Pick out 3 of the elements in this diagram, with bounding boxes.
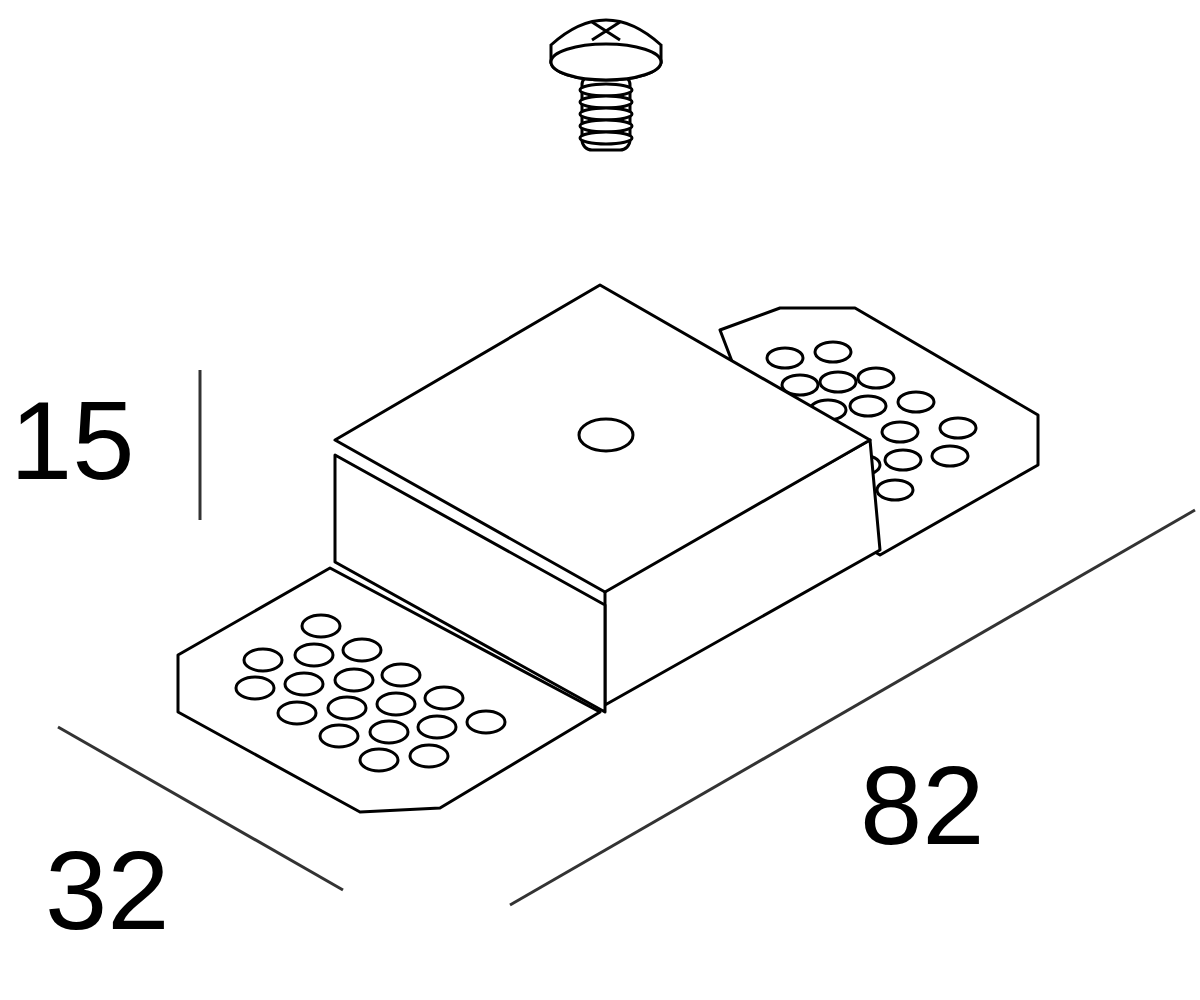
dimension-value: 32: [45, 835, 170, 947]
dimension-value: 82: [860, 750, 985, 862]
dimension-value: 15: [10, 385, 135, 497]
